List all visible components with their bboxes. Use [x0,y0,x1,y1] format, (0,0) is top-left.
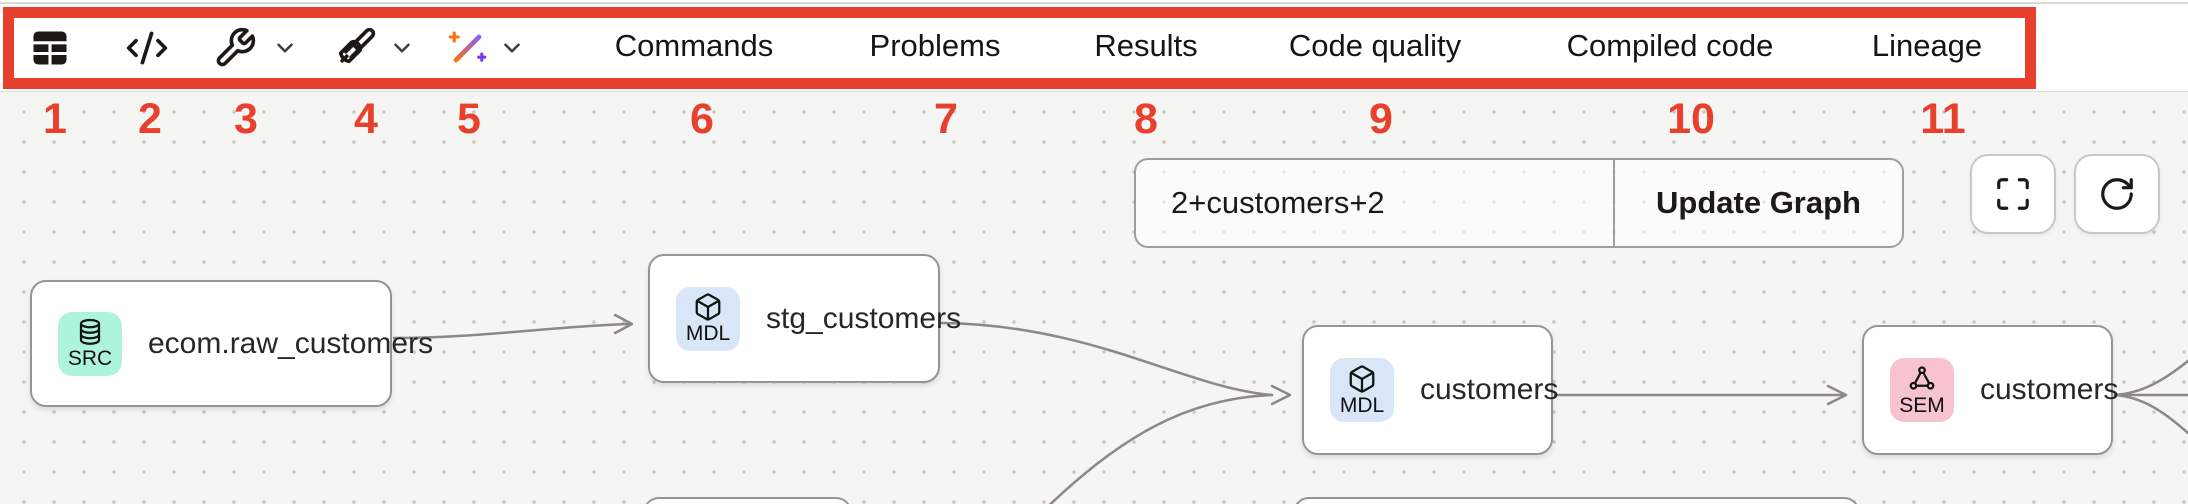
node-partial-bottom-right[interactable] [1293,497,1860,504]
annotation-number-7: 7 [934,95,958,143]
badge-label: SEM [1899,393,1945,417]
node-title: customers [1420,373,1559,406]
fullscreen-button[interactable] [1970,154,2056,234]
refresh-button[interactable] [2074,154,2160,234]
fullscreen-icon [1997,178,2029,210]
wrench-button[interactable] [213,26,257,70]
table-icon [33,31,67,65]
refresh-icon [2101,178,2133,210]
node-title: customers [1980,373,2119,406]
graph-filter-group: 2+customers+2 Update Graph [1134,158,1904,248]
chevron-down-icon [504,43,520,53]
annotation-number-8: 8 [1134,95,1158,143]
tab-code-quality[interactable]: Code quality [1288,28,1462,63]
tab-commands[interactable]: Commands [614,28,774,63]
model-badge: MDL [676,286,740,351]
node-customers-semantic[interactable]: SEM customers [1862,325,2118,455]
cube-icon [695,293,721,321]
broom-dropdown[interactable] [389,35,415,61]
annotation-number-11: 11 [1920,95,1966,143]
graph-filter-input[interactable]: 2+customers+2 [1171,185,1385,220]
source-badge: SRC [58,311,122,376]
magic-wand-dropdown[interactable] [499,35,525,61]
tab-lineage[interactable]: Lineage [1871,28,1983,63]
editor-toolbar: Commands Problems Results Code quality C… [0,0,2188,92]
code-button[interactable] [125,26,169,70]
cube-icon [1349,364,1375,393]
table-button[interactable] [28,26,72,70]
annotation-number-9: 9 [1369,95,1393,143]
tab-problems[interactable]: Problems [869,28,1001,63]
magic-wand-button[interactable] [446,26,490,70]
model-badge: MDL [1330,358,1394,422]
badge-label: MDL [685,322,731,345]
lineage-canvas[interactable]: SRC ecom.raw_customers MDL stg_customers [0,92,2188,504]
annotation-number-4: 4 [354,95,378,143]
annotation-number-5: 5 [457,95,481,143]
network-icon [1909,365,1935,390]
annotation-number-2: 2 [138,95,162,143]
wrench-icon [216,27,256,67]
broom-button[interactable] [333,26,377,70]
database-icon [79,318,101,345]
semantic-badge: SEM [1890,358,1954,422]
annotation-number-10: 10 [1667,95,1715,143]
window-top-divider [0,2,2188,4]
broom-icon [338,27,376,64]
node-partial-bottom-left[interactable] [643,497,852,504]
chevron-down-icon [277,43,293,53]
node-title: ecom.raw_customers [148,326,434,360]
update-graph-button[interactable]: Update Graph [1613,160,1902,246]
tab-compiled-code[interactable]: Compiled code [1566,28,1774,63]
node-title: stg_customers [766,301,962,335]
badge-label: SRC [67,347,113,370]
node-customers-model[interactable]: MDL customers [1302,325,1558,455]
badge-label: MDL [1339,393,1385,417]
annotation-number-3: 3 [234,95,258,143]
node-stg-customers[interactable]: MDL stg_customers [648,254,961,383]
tab-results[interactable]: Results [1094,28,1198,63]
wrench-dropdown[interactable] [272,35,298,61]
chevron-down-icon [394,43,410,53]
annotation-number-1: 1 [43,95,67,143]
annotation-number-6: 6 [690,95,714,143]
code-icon [126,31,168,65]
node-ecom-raw-customers[interactable]: SRC ecom.raw_customers [30,280,433,407]
magic-wand-icon [448,31,487,63]
